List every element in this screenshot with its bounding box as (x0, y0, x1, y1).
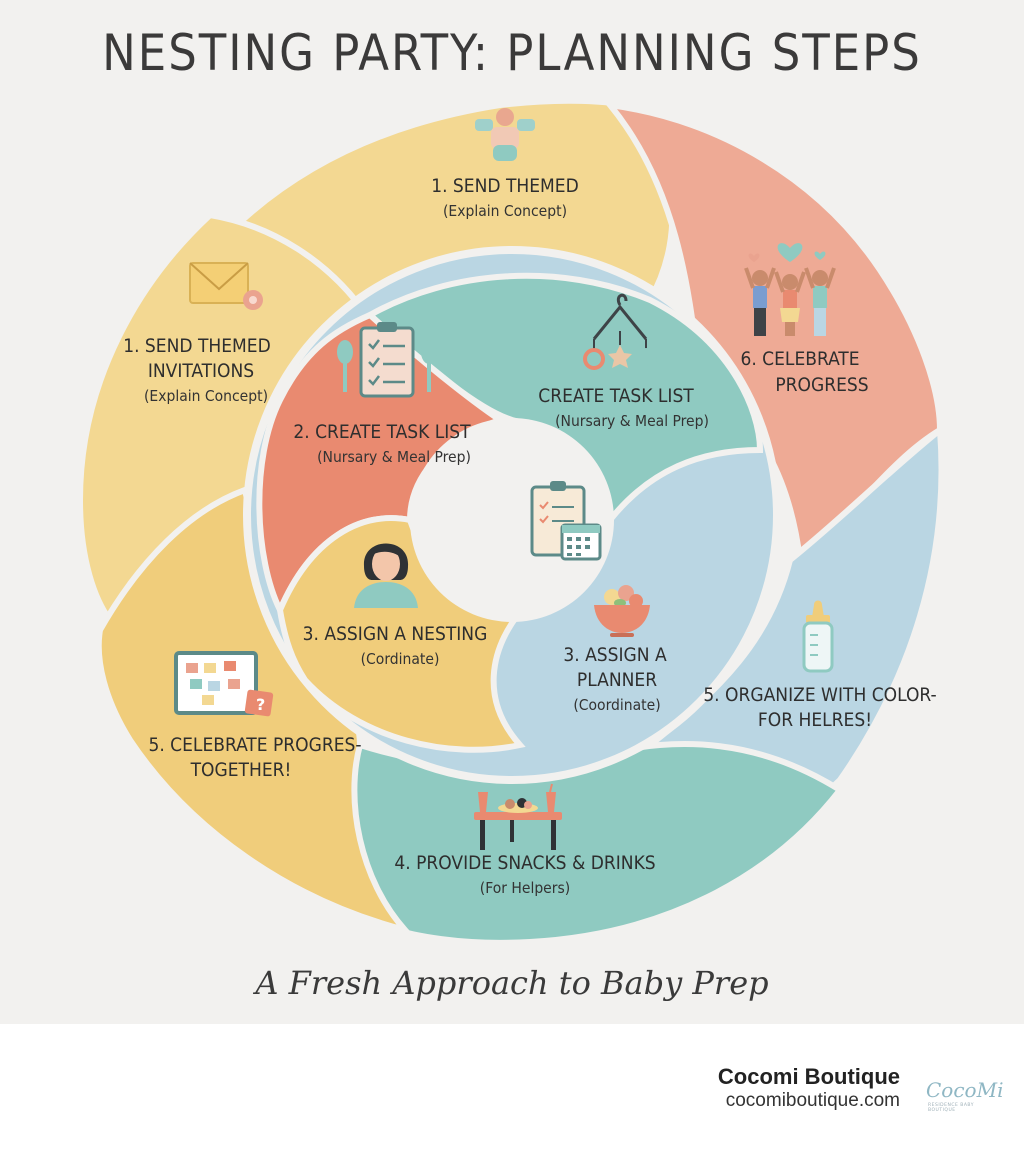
celebrating-people-icon (744, 243, 836, 336)
label-outer-right-top-1: 6. CELEBRATE (740, 348, 859, 370)
page-title: NESTING PARTY: PLANNING STEPS (102, 24, 922, 82)
label-inner-bottom-right-1: 3. ASSIGN A (563, 644, 667, 666)
label-outer-right-top-2: PROGRESS (775, 374, 868, 396)
food-bowl-icon (594, 585, 650, 637)
logo-subtext: RESIDENCE BABY BOUTIQUE (928, 1103, 974, 1113)
brand-url[interactable]: cocomiboutique.com (725, 1090, 900, 1111)
sub-outer-top: (Explain Concept) (443, 202, 567, 220)
sub-inner-left: (Nursary & Meal Prep) (317, 448, 471, 466)
baby-toy-icon (475, 108, 535, 161)
sub-outer-bottom: (For Helpers) (480, 879, 570, 897)
label-outer-left-2: INVITATIONS (148, 360, 254, 382)
sticky-board-icon: ? (174, 651, 274, 717)
segment-teal-bottom (347, 741, 845, 946)
sub-inner-top-right: (Nursary & Meal Prep) (555, 412, 709, 430)
inner-segment-yellow (276, 515, 526, 753)
inner-segment-teal (364, 272, 764, 527)
brand-logo: CocoMi RESIDENCE BABY BOUTIQUE (926, 1076, 1003, 1116)
label-outer-bottom-left-1: 5. CELEBRATE PROGRES- (148, 734, 361, 756)
clipboard-icon (337, 322, 437, 398)
clipboard-calendar-icon (530, 481, 602, 561)
label-outer-left-1: 1. SEND THEMED (123, 335, 271, 357)
label-outer-top: 1. SEND THEMED (431, 175, 579, 197)
envelope-icon (189, 262, 263, 310)
sub-outer-left: (Explain Concept) (144, 387, 268, 405)
label-inner-left: 2. CREATE TASK LIST (293, 421, 471, 443)
snack-table-icon (474, 783, 562, 850)
label-outer-right-bottom-2: FOR HELRES! (758, 709, 872, 731)
tagline: A Fresh Approach to Baby Prep (252, 964, 768, 1002)
logo-text: CocoMi (926, 1078, 1004, 1102)
center-hub (410, 418, 614, 622)
label-outer-bottom: 4. PROVIDE SNACKS & DRINKS (394, 852, 655, 874)
brand-name: Cocomi Boutique (717, 1064, 900, 1089)
label-inner-bottom-left: 3. ASSIGN A NESTING (303, 623, 488, 645)
label-outer-right-bottom-1: 5. ORGANIZE WITH COLOR- (703, 684, 936, 706)
label-outer-bottom-left-2: TOGETHER! (190, 759, 292, 781)
person-avatar-icon (354, 543, 418, 608)
label-inner-bottom-right-2: PLANNER (577, 669, 657, 691)
footer: Cocomi Boutique cocomiboutique.com CocoM… (0, 1024, 1024, 1154)
sub-inner-bottom-left: (Cordinate) (361, 650, 440, 668)
sub-inner-bottom-right: (Coordinate) (573, 696, 660, 714)
baby-bottle-icon (802, 600, 834, 673)
baby-mobile-icon (583, 293, 657, 370)
svg-text:?: ? (256, 695, 265, 714)
infographic-canvas: NESTING PARTY: PLANNING STEPS (80, 24, 942, 1002)
label-inner-top-right: CREATE TASK LIST (538, 385, 694, 407)
